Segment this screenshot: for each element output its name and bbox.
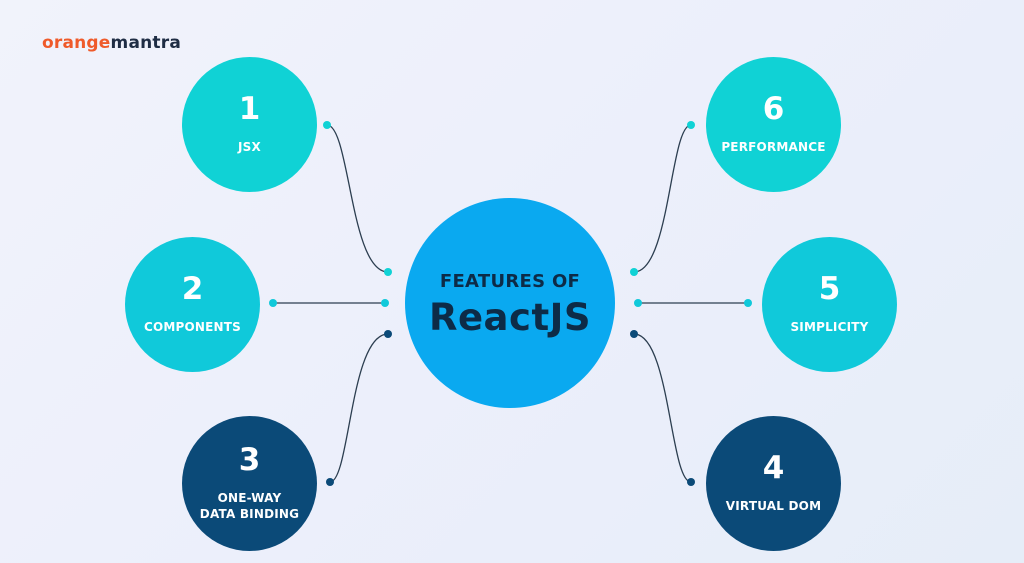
feature-number: 2 (181, 270, 204, 307)
connector-6-dot-end (687, 121, 695, 129)
connector-4-dot-start (630, 330, 638, 338)
connector-6-dot-start (630, 268, 638, 276)
feature-node-3: 3 ONE-WAY DATA BINDING (182, 416, 317, 551)
connector-6 (633, 124, 692, 273)
connector-2-dot-end (381, 299, 389, 307)
logo-orange-text: orange (42, 33, 111, 53)
feature-node-4: 4 VIRTUAL DOM (706, 416, 841, 551)
connector-1-dot-start (323, 121, 331, 129)
feature-node-5: 5 SIMPLICITY (762, 237, 897, 372)
feature-node-1: 1 JSX (182, 57, 317, 192)
center-circle: FEATURES OF ReactJS (405, 198, 615, 408)
connector-4 (633, 333, 692, 483)
connector-4-dot-end (687, 478, 695, 486)
feature-label: JSX (238, 139, 261, 154)
connector-1 (326, 124, 389, 273)
connector-5-dot-start (634, 299, 642, 307)
orangemantra-logo: orangemantra (42, 33, 181, 53)
connector-3-dot-end (326, 478, 334, 486)
feature-label: ONE-WAY DATA BINDING (199, 490, 300, 521)
feature-number: 3 (238, 441, 261, 478)
feature-node-2: 2 COMPONENTS (125, 237, 260, 372)
feature-number: 5 (818, 270, 841, 307)
feature-label: COMPONENTS (143, 319, 242, 334)
feature-number: 1 (238, 90, 261, 127)
center-title-line2: ReactJS (428, 296, 592, 339)
feature-node-6: 6 PERFORMANCE (706, 57, 841, 192)
feature-label: SIMPLICITY (790, 319, 869, 334)
connector-1-dot-end (384, 268, 392, 276)
feature-label: VIRTUAL DOM (725, 498, 822, 513)
connector-5-dot-end (744, 299, 752, 307)
center-title-line1: FEATURES OF (439, 271, 581, 292)
feature-label: PERFORMANCE (721, 139, 826, 154)
feature-number: 4 (762, 449, 785, 486)
connector-3-dot-start (384, 330, 392, 338)
logo-mantra-text: mantra (110, 33, 182, 53)
connector-2-dot-start (269, 299, 277, 307)
feature-number: 6 (762, 90, 785, 127)
connector-3 (329, 333, 389, 483)
